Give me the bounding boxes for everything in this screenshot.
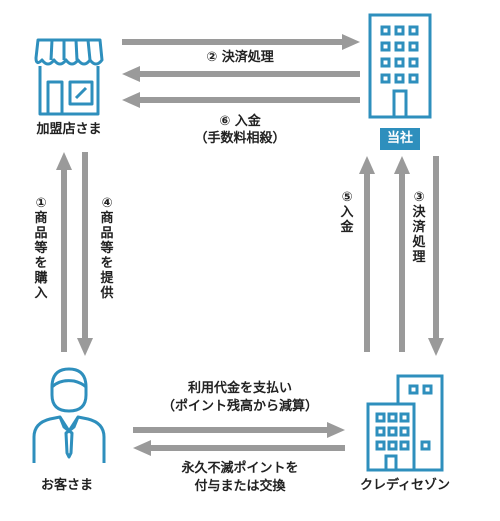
points-label-line1: 永久不滅ポイントを <box>181 461 299 476</box>
arrow-store-to-customer <box>77 152 93 356</box>
person-icon <box>32 367 106 463</box>
payment-label-line2: （ポイント残高から減算） <box>161 399 318 414</box>
credit-saison-label: クレディセゾン <box>359 478 451 493</box>
arrow-store-to-company <box>122 34 360 50</box>
store-icon <box>34 38 104 116</box>
step4-num: ④ <box>101 196 113 211</box>
arrow-customer-to-saison <box>133 422 345 438</box>
step1-label: ① 商 品 等 を 購 入 <box>34 196 48 301</box>
office-building-icon <box>368 13 432 119</box>
payment-label-line1: 利用代金を支払い <box>187 381 292 396</box>
step5-num: ⑤ <box>341 190 353 205</box>
arrow-customer-to-store <box>56 152 72 352</box>
arrow-saison-to-customer <box>133 440 345 456</box>
company-badge: 当社 <box>380 128 421 150</box>
arrow-saison-to-company-2 <box>394 156 410 352</box>
step3-num: ③ <box>413 190 425 205</box>
points-label-line2: 付与または交換 <box>194 479 286 494</box>
step5-label: ⑤ 入 金 <box>340 190 354 235</box>
arrow-saison-to-company-1 <box>359 156 375 352</box>
step6-label-line1: ⑥ 入金 <box>219 114 261 129</box>
arrow-company-to-store-1 <box>122 66 360 82</box>
step1-num: ① <box>35 196 47 211</box>
step2-label: ② 決済処理 <box>206 50 274 65</box>
arrow-company-to-saison <box>428 156 444 356</box>
office-buildings-icon <box>366 374 444 472</box>
step6-label-line2: （手数料相殺） <box>194 131 286 146</box>
arrow-company-to-store-2 <box>122 92 360 108</box>
store-label: 加盟店さま <box>36 122 102 137</box>
step4-label: ④ 商 品 等 を 提 供 <box>100 196 114 301</box>
customer-label: お客さま <box>40 478 93 493</box>
step3-label: ③ 決 済 処 理 <box>412 190 426 265</box>
